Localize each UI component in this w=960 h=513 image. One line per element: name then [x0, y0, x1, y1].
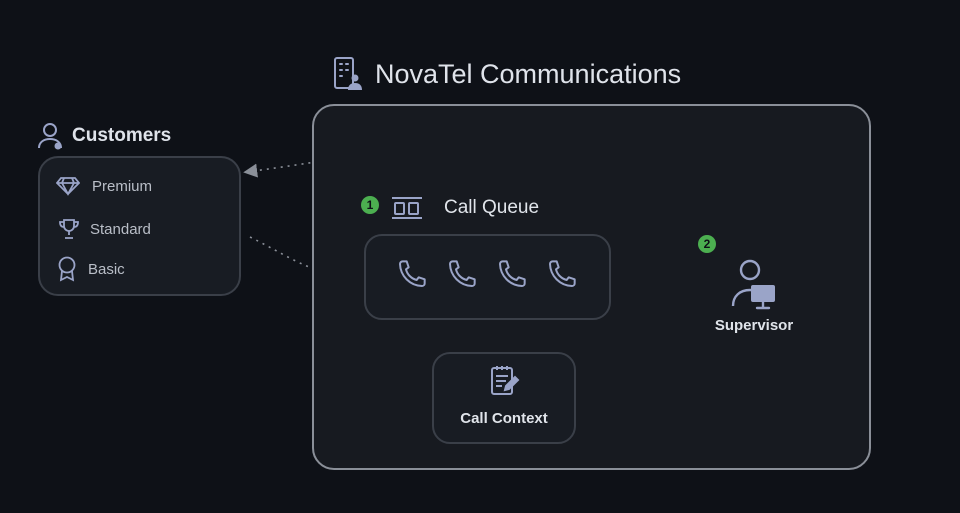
trophy-icon: [59, 219, 79, 239]
building-people-icon: [334, 57, 362, 90]
call-context-box: Call Context: [432, 352, 576, 444]
step-badge-1: 1: [361, 196, 379, 214]
tier-label: Premium: [92, 177, 153, 195]
organization-name: NovaTel Communications: [375, 58, 682, 89]
tier-label: Basic: [88, 260, 125, 278]
phone-icon: [549, 260, 576, 287]
person-monitor-icon: [731, 259, 775, 310]
phone-icon: [499, 260, 526, 287]
phone-icon: [399, 260, 426, 287]
notepad-pen-icon: [491, 366, 520, 395]
supervisor-label: Supervisor: [714, 317, 794, 334]
call-queue-title: Call Queue: [444, 197, 540, 218]
user-headset-icon: [38, 123, 62, 150]
call-queue-box: [364, 234, 611, 320]
tier-label: Standard: [90, 220, 151, 238]
call-context-label: Call Context: [460, 410, 548, 427]
step-badge-2: 2: [698, 235, 716, 253]
customers-box: Premium Standard Basic: [38, 156, 241, 296]
diamond-icon: [56, 177, 80, 196]
call-queue-header: Call Queue: [390, 193, 539, 223]
tier-premium: Premium: [56, 176, 152, 196]
ribbon-icon: [58, 256, 76, 282]
customers-title: Customers: [72, 125, 172, 146]
supervisor-node: Supervisor: [704, 258, 804, 334]
customers-header: Customers: [36, 121, 171, 151]
tier-standard: Standard: [58, 218, 151, 240]
queued-calls: [396, 258, 578, 290]
tier-basic: Basic: [56, 256, 125, 282]
organization-header: NovaTel Communications: [333, 56, 681, 92]
queue-icon: [392, 197, 422, 219]
phone-icon: [449, 260, 476, 287]
